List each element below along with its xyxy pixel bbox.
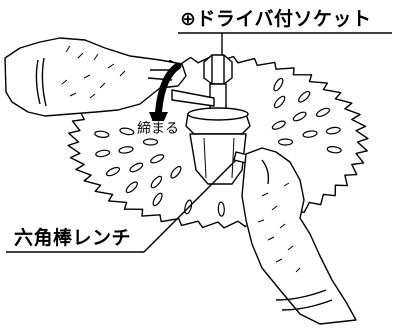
blade-slot xyxy=(119,127,135,136)
blade-slot xyxy=(325,126,341,135)
right-glove xyxy=(241,147,357,325)
wrench-leader xyxy=(143,159,237,253)
blade-slot xyxy=(184,199,193,215)
blade-slot xyxy=(273,77,284,92)
hex-wrench-label: 六角棒レンチ xyxy=(14,227,132,249)
blade-slot xyxy=(150,154,165,164)
blade-slot xyxy=(326,146,342,154)
left-glove xyxy=(4,37,187,117)
blade-slot xyxy=(217,201,225,217)
socket-driver xyxy=(171,54,269,185)
blade-slot xyxy=(292,111,307,122)
blade-slot xyxy=(95,149,111,158)
blade-slot xyxy=(150,175,163,189)
blade-slot xyxy=(271,120,286,130)
socket-driver-label: ⊕ドライバ付ソケット xyxy=(180,8,372,30)
blade-slot xyxy=(170,165,182,179)
blade-slot xyxy=(315,107,331,118)
blade-slot xyxy=(142,138,159,146)
blade-slot xyxy=(105,166,121,177)
blade-slot xyxy=(277,138,294,146)
blade-slots xyxy=(94,77,342,217)
blade-slot xyxy=(152,192,163,207)
blade-slot xyxy=(118,146,134,154)
blade-slot xyxy=(302,130,318,138)
blade-slot xyxy=(273,95,286,109)
blade-slot xyxy=(298,90,311,103)
tighten-label: 締まる xyxy=(135,121,181,137)
blade-slot xyxy=(125,181,138,194)
blade-slot xyxy=(94,130,110,138)
leader-lines xyxy=(6,32,392,253)
blade-slot xyxy=(129,162,144,173)
